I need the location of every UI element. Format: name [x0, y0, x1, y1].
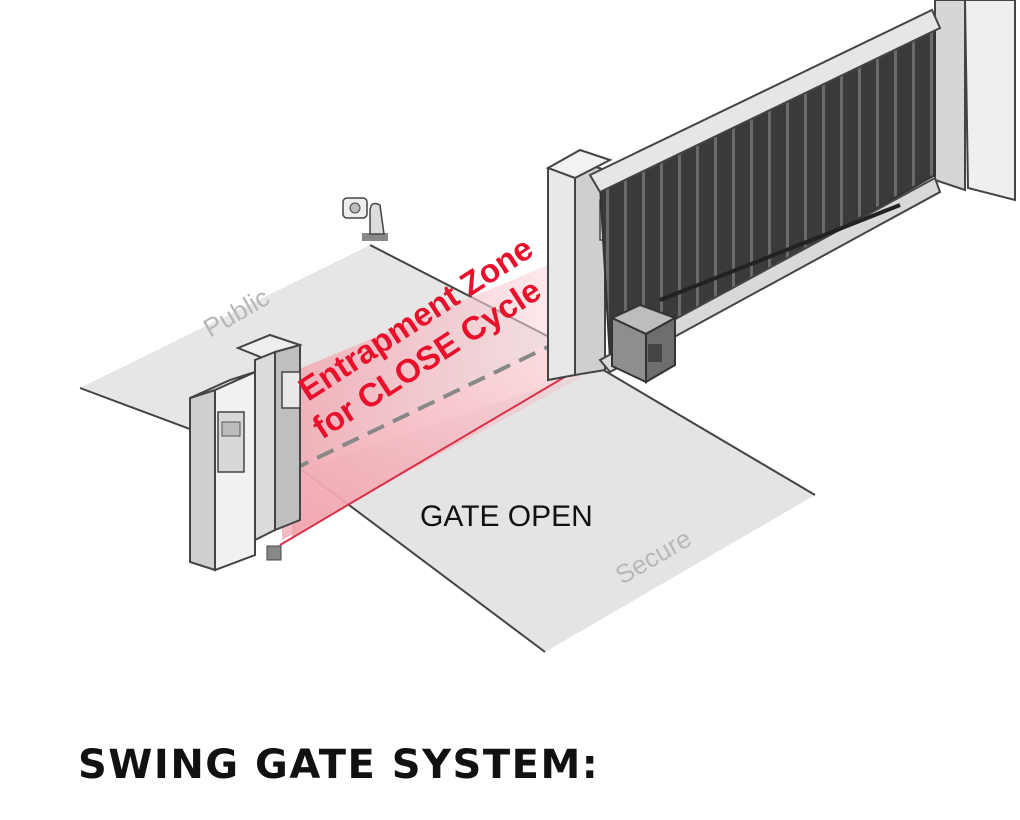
back-wall — [940, 0, 1016, 202]
photo-eye-sensor — [281, 371, 301, 409]
sensor-beam-zone — [282, 338, 580, 540]
ground-boundary-line-3 — [599, 367, 816, 496]
system-caption: SWING GATE SYSTEM: — [78, 742, 600, 788]
keypad-panel — [217, 411, 245, 473]
sliding-gate — [588, 8, 942, 374]
near-pillar — [189, 333, 303, 572]
zone-edge-line — [279, 367, 581, 546]
gate-state-label: GATE OPEN — [420, 500, 593, 533]
photo-eye-beam — [291, 341, 557, 472]
loop-detector-icon — [342, 197, 388, 241]
gate-operator — [609, 303, 678, 384]
gate-diagram: Public Secure Entrapment Zone for CLOSE … — [79, 0, 1016, 653]
